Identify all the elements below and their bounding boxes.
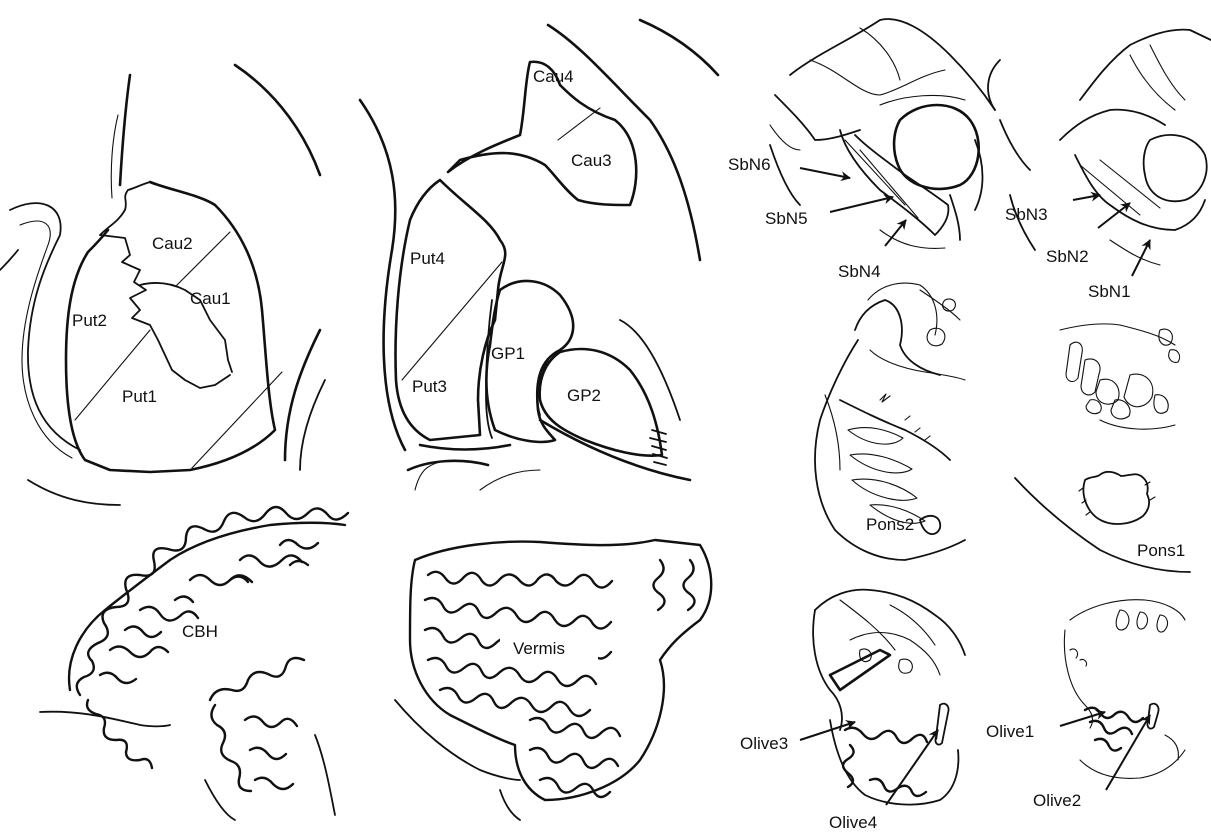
- panel-olive-left: Olive3 Olive4: [740, 590, 965, 832]
- label-put2: Put2: [72, 311, 107, 330]
- panel-substantia-nigra-left: SbN6 SbN5 SbN4: [728, 19, 1000, 281]
- label-olive1: Olive1: [986, 722, 1034, 741]
- label-olive3: Olive3: [740, 734, 788, 753]
- label-olive4: Olive4: [829, 813, 877, 832]
- panel-cerebellum-vermis: Vermis: [395, 540, 711, 820]
- label-cau2: Cau2: [152, 234, 193, 253]
- label-vermis: Vermis: [513, 639, 565, 658]
- panel-striatum-left: Cau2 Cau1 Put2 Put1: [0, 65, 325, 505]
- panel-pons-right: Pons1: [1015, 324, 1190, 572]
- label-sbn2: SbN2: [1046, 247, 1089, 266]
- panel-striatum-right: Cau4 Cau3 Put4 Put3 GP1 GP2: [360, 20, 718, 490]
- label-cau1: Cau1: [190, 289, 231, 308]
- label-sbn3: SbN3: [1005, 205, 1048, 224]
- label-cau3: Cau3: [571, 151, 612, 170]
- label-gp2: GP2: [567, 386, 601, 405]
- label-put3: Put3: [412, 377, 447, 396]
- label-sbn5: SbN5: [765, 209, 808, 228]
- label-put1: Put1: [122, 387, 157, 406]
- label-olive2: Olive2: [1033, 791, 1081, 810]
- label-sbn6: SbN6: [728, 155, 771, 174]
- label-sbn4: SbN4: [838, 262, 881, 281]
- panel-pons-left: Pons2: [815, 283, 965, 560]
- label-put4: Put4: [410, 249, 445, 268]
- label-sbn1: SbN1: [1088, 282, 1131, 301]
- label-cbh: CBH: [182, 622, 218, 641]
- panel-substantia-nigra-right: SbN3 SbN2 SbN1: [1000, 30, 1211, 301]
- label-cau4: Cau4: [533, 67, 574, 86]
- label-gp1: GP1: [491, 344, 525, 363]
- panel-olive-right: Olive1 Olive2: [986, 600, 1185, 810]
- panel-cerebellum-hemisphere: CBH: [40, 507, 348, 820]
- label-pons1: Pons1: [1137, 541, 1185, 560]
- label-pons2: Pons2: [866, 515, 914, 534]
